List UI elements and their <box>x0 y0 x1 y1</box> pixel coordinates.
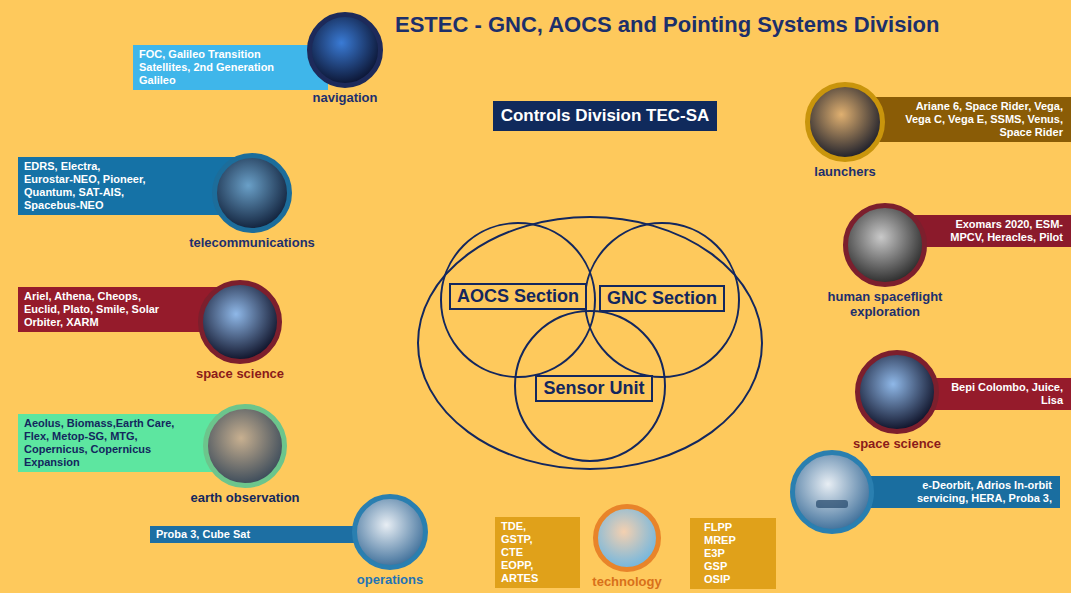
section-circle: GNC Section <box>584 222 740 378</box>
page-title: ESTEC - GNC, AOCS and Pointing Systems D… <box>395 12 939 38</box>
project-list: Ariane 6, Space Rider, Vega, Vega C, Veg… <box>892 100 1063 139</box>
project-list: FLPP MREP E3P GSP OSIP <box>704 521 746 586</box>
category-icon: operations <box>335 494 445 587</box>
category-label: operations <box>335 572 445 587</box>
category-icon: launchers <box>785 82 905 179</box>
project-list-box: Exomars 2020, ESM-MPCV, Heracles, Pilot <box>905 215 1071 247</box>
section-name: AOCS Section <box>449 283 587 310</box>
project-list-box: Ariel, Athena, Cheops, Euclid, Plato, Sm… <box>18 287 223 332</box>
icon-circle <box>793 453 872 532</box>
picture-circle <box>310 15 381 86</box>
section-ring <box>585 223 739 377</box>
category-picture <box>352 494 428 570</box>
project-list-box: Bepi Colombo, Juice, Lisa <box>925 378 1071 410</box>
category-label: navigation <box>285 90 405 105</box>
project-list: Proba 3, Cube Sat <box>156 528 332 541</box>
in-orbit-icon <box>790 450 874 534</box>
category-picture <box>203 404 287 488</box>
category-picture <box>855 350 939 434</box>
category-label: space science <box>837 436 957 451</box>
division-box: Controls Division TEC-SA <box>493 101 718 131</box>
category-icon: human spaceflight exploration <box>815 203 955 319</box>
category-label: technology <box>572 574 682 589</box>
category-picture <box>593 504 661 572</box>
division-name: Controls Division TEC-SA <box>501 105 710 127</box>
section-ring <box>441 223 595 377</box>
picture-circle <box>808 85 883 160</box>
category-icon: space science <box>180 280 300 381</box>
picture-circle <box>846 206 925 285</box>
category-label: launchers <box>785 164 905 179</box>
outer-ellipse <box>418 217 762 469</box>
section-circle: AOCS Section <box>440 222 596 378</box>
picture-circle <box>355 497 426 568</box>
picture-circle <box>596 507 659 570</box>
project-list: TDE, GSTP, CTE EOPP, ARTES <box>501 520 552 585</box>
project-list-box: FLPP MREP E3P GSP OSIP <box>690 518 776 589</box>
project-list: e-Deorbit, Adrios In-orbit servicing, HE… <box>883 479 1052 505</box>
project-list: EDRS, Electra, Eurostar-NEO, Pioneer, Qu… <box>24 160 150 212</box>
category-icon: earth observation <box>170 404 320 505</box>
category-picture <box>212 153 292 233</box>
dish-base <box>816 500 848 508</box>
project-list-box: FOC, Galileo Transition Satellites, 2nd … <box>133 45 328 90</box>
picture-circle <box>206 407 285 486</box>
project-list-box: Ariane 6, Space Rider, Vega, Vega C, Veg… <box>860 97 1071 142</box>
project-list: Bepi Colombo, Juice, Lisa <box>949 381 1063 407</box>
picture-circle <box>215 156 290 231</box>
category-picture <box>198 280 282 364</box>
category-label: earth observation <box>170 490 320 505</box>
project-list-box: e-Deorbit, Adrios In-orbit servicing, HE… <box>855 476 1060 508</box>
category-icon: technology <box>572 504 682 589</box>
picture-circle <box>858 353 937 432</box>
project-list-box: Proba 3, Cube Sat <box>150 526 362 543</box>
category-label: space science <box>180 366 300 381</box>
section-name: Sensor Unit <box>535 375 652 402</box>
project-list: Ariel, Athena, Cheops, Euclid, Plato, Sm… <box>24 290 163 329</box>
project-list: Exomars 2020, ESM-MPCV, Heracles, Pilot <box>935 218 1063 244</box>
project-list: FOC, Galileo Transition Satellites, 2nd … <box>139 48 304 87</box>
category-picture <box>307 12 383 88</box>
section-circle: Sensor Unit <box>514 310 666 462</box>
category-picture <box>843 203 927 287</box>
category-label: telecommunications <box>172 235 332 250</box>
category-picture <box>805 82 885 162</box>
category-icon: telecommunications <box>172 153 332 250</box>
project-list-box: TDE, GSTP, CTE EOPP, ARTES <box>495 517 580 588</box>
category-label: human spaceflight exploration <box>815 289 955 319</box>
project-list-box: Aeolus, Biomass,Earth Care, Flex, Metop-… <box>18 414 228 472</box>
section-ring <box>515 311 665 461</box>
picture-circle <box>201 283 280 362</box>
category-icon: space science <box>837 350 957 451</box>
project-list: Aeolus, Biomass,Earth Care, Flex, Metop-… <box>24 417 178 469</box>
project-list-box: EDRS, Electra, Eurostar-NEO, Pioneer, Qu… <box>18 157 240 215</box>
category-icon: navigation <box>285 12 405 105</box>
section-name: GNC Section <box>599 285 725 312</box>
title-area: ESTEC - GNC, AOCS and Pointing Systems D… <box>395 12 939 38</box>
